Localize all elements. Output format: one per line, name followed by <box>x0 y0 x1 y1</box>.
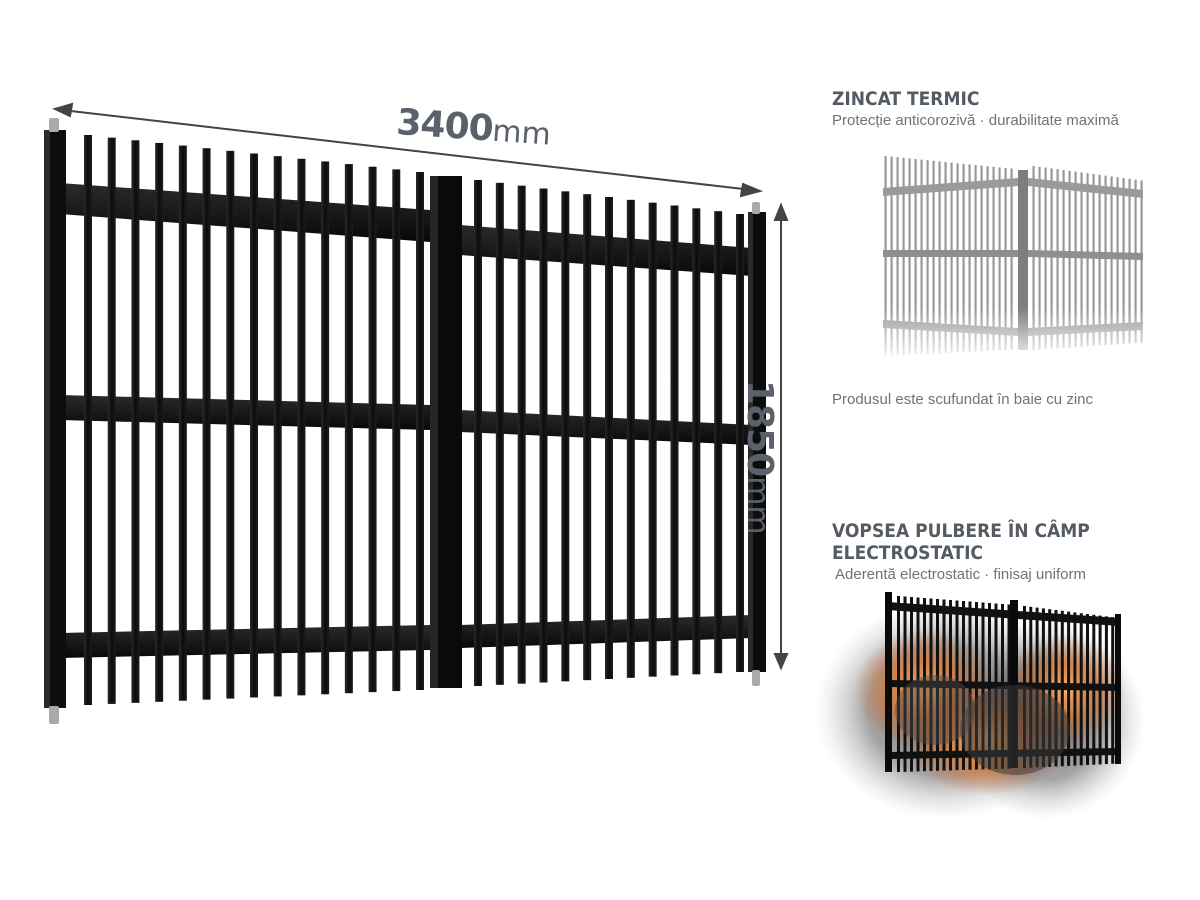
powder-coated-gate-image <box>815 592 1145 820</box>
height-dimension-label: 1850mm <box>739 380 780 535</box>
gate-bar <box>605 197 613 679</box>
main-gate-image <box>44 102 789 724</box>
feature-subtitle: Protecție anticorozivă · durabilitate ma… <box>832 112 1119 129</box>
gate-bar <box>692 208 701 675</box>
width-unit: mm <box>491 113 552 153</box>
feature-title: VOPSEA PULBERE ÎN CÂMP ELECTROSTATIC <box>832 520 1090 564</box>
feature-subtitle: Aderentă electrostatic · finisaj uniform <box>835 566 1086 583</box>
gate-bar <box>107 137 116 704</box>
gate-bar <box>273 156 282 697</box>
width-dimension-arrow <box>52 102 764 198</box>
galvanized-note: Produsul este scufundat în baie cu zinc <box>832 391 1093 408</box>
gate-bar <box>178 145 187 701</box>
gate-bar <box>344 164 353 694</box>
gate-bar <box>202 148 211 700</box>
gate-bar <box>474 180 482 686</box>
gate-bar <box>561 191 570 682</box>
gate-bar <box>648 202 657 677</box>
feature-title: ZINCAT TERMIC <box>832 88 980 110</box>
height-value: 1850 <box>739 380 780 477</box>
gate-bar <box>517 185 526 684</box>
gate-bar <box>583 194 592 681</box>
gate-bar <box>131 140 140 703</box>
height-dimension-arrow <box>773 202 789 671</box>
gate-bar <box>226 150 235 699</box>
gate-bar <box>539 188 548 683</box>
gate-bar <box>155 142 164 702</box>
feature-powder-coating: VOPSEA PULBERE ÎN CÂMP ELECTROSTATIC Ade… <box>832 520 1192 583</box>
gate-bar <box>297 158 306 696</box>
gate-right-leaf <box>460 180 766 686</box>
gate-bar <box>495 182 504 685</box>
gate-bar <box>736 214 744 672</box>
gate-bar <box>714 211 723 674</box>
gate-bar <box>416 172 424 690</box>
gate-bar <box>368 166 377 693</box>
feature-galvanized: ZINCAT TERMIC Protecție anticorozivă · d… <box>832 88 1192 129</box>
gate-left-leaf <box>44 118 430 724</box>
gate-bar <box>84 135 92 705</box>
width-value: 3400 <box>395 102 494 150</box>
gate-bar <box>250 153 258 698</box>
height-unit: mm <box>740 476 775 535</box>
gate-bar <box>321 161 330 695</box>
galvanized-gate-image <box>878 150 1148 360</box>
gate-bar <box>626 199 635 678</box>
gate-bar <box>670 205 679 676</box>
gate-bar <box>392 169 401 692</box>
